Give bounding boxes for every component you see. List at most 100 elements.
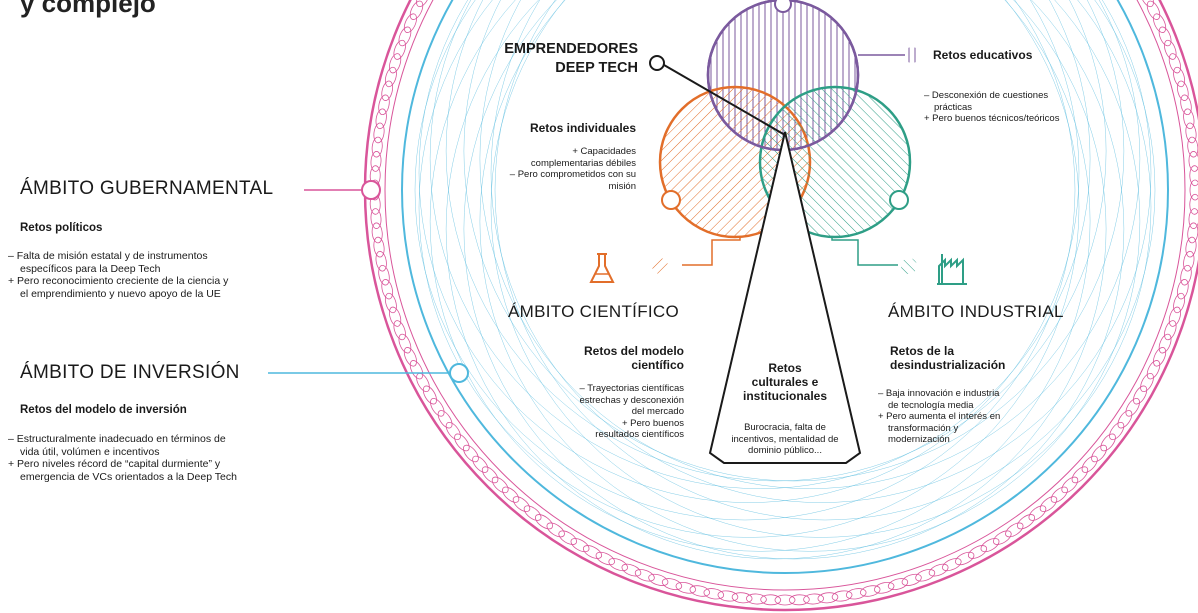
educational-item: prácticas	[934, 101, 973, 113]
industrial-item: de tecnología media	[888, 399, 974, 411]
ring-loop	[437, 410, 453, 429]
ring-loop	[1050, 486, 1068, 503]
ring-loop	[1125, 398, 1140, 417]
investment-items: – Estructuralmente inadecuado en término…	[8, 433, 237, 483]
ring-loop	[942, 558, 962, 572]
ring-loop	[1091, 444, 1107, 463]
factory-icon	[937, 254, 967, 285]
weave-circle	[494, 0, 1156, 521]
ring-loop	[1180, 94, 1192, 116]
ring-loop	[1183, 250, 1195, 272]
ring-loop	[1176, 279, 1189, 300]
ring-loop	[955, 551, 975, 566]
ring-loop	[1188, 151, 1198, 172]
ring-loop	[445, 421, 461, 441]
ring-loop	[371, 136, 383, 158]
ring-loop	[1189, 193, 1198, 215]
ring-loop	[967, 545, 988, 559]
ring-loop	[1189, 165, 1198, 187]
weave-circle	[463, 0, 1125, 482]
ring-loop	[570, 538, 590, 553]
government-item: el emprendimiento y nuevo apoyo de la UE	[20, 287, 221, 300]
cultural-heading: Retos culturales e institucionales	[715, 361, 855, 403]
government-title: ÁMBITO GUBERNAMENTAL	[20, 178, 274, 199]
individual-item: + Capacidades	[572, 146, 636, 157]
individual-items: + Capacidades complementarias débiles – …	[470, 146, 636, 192]
ring-loop	[393, 320, 406, 341]
weave-circle	[418, 0, 1080, 538]
ring-loop	[621, 563, 642, 577]
weave-circle	[445, 0, 1107, 560]
ring-loop	[1187, 136, 1198, 158]
ring-loop	[389, 53, 402, 74]
investment-title: ÁMBITO DE INVERSIÓN	[20, 362, 240, 383]
ring-loop	[403, 13, 417, 33]
ring-loop	[1164, 320, 1177, 341]
weave-circle	[463, 0, 1125, 560]
ring-loop	[1109, 421, 1125, 441]
government-item: – Falta de misión estatal y de instrumen…	[8, 250, 208, 262]
ring-loop	[409, 360, 424, 380]
educational-items: – Desconexión de cuestiones prácticas + …	[924, 90, 1059, 125]
ring-loop	[481, 466, 499, 484]
ring-loop	[595, 551, 615, 566]
ring-loop	[608, 558, 628, 572]
weave-circle	[445, 0, 1107, 482]
ring-loop	[384, 292, 397, 314]
ring-loop	[416, 0, 430, 8]
investment-item: vida útil, volúmen e incentivos	[20, 445, 160, 458]
individual-heading: Retos individuales	[529, 121, 636, 135]
ring-loop	[1173, 292, 1186, 314]
cultural-heading-line: culturales e	[751, 375, 819, 389]
ring-loop	[859, 585, 881, 597]
ring-loop	[1140, 0, 1154, 8]
striped-ball-purple-icon	[904, 47, 920, 63]
investment-item: + Pero niveles récord de “capital durmie…	[8, 458, 221, 470]
ring-loop	[1071, 466, 1089, 484]
weave-circle	[414, 0, 1076, 521]
ring-loop	[980, 538, 1000, 553]
ring-loop	[874, 581, 895, 594]
ring-loop	[1185, 236, 1197, 258]
educational-heading: Retos educativos	[933, 48, 1033, 62]
ring-loop	[582, 545, 603, 559]
ring-loop	[422, 385, 437, 405]
scientific-items: – Trayectorias científicas estrechas y d…	[520, 383, 684, 441]
weave-circle	[479, 0, 1141, 489]
ring-loop	[1173, 66, 1186, 88]
striped-ball-green-icon	[901, 258, 917, 274]
ring-loop	[1183, 108, 1195, 130]
ring-loop	[1188, 208, 1198, 229]
scientific-item: + Pero buenos	[621, 417, 684, 429]
page-title-fragment: y complejo	[20, 0, 156, 18]
ring-loop	[1005, 522, 1024, 538]
industrial-item: – Baja innovación e industria	[878, 388, 1000, 399]
ring-loop	[373, 236, 385, 258]
ring-loop	[375, 250, 387, 272]
connectors	[268, 0, 909, 383]
ring-loop	[375, 108, 387, 130]
ring-loop	[512, 496, 531, 512]
ring-loop	[746, 593, 767, 605]
ring-loop	[1133, 385, 1148, 405]
ring-loop	[1176, 80, 1189, 101]
ring-loop	[1180, 264, 1192, 286]
ring-loop	[788, 594, 810, 606]
ring-loop	[1168, 53, 1181, 74]
ring-loop	[393, 39, 406, 60]
weave-circle	[490, 0, 1152, 503]
cultural-item: Burocracia, falta de	[744, 422, 826, 433]
weave-circle	[429, 0, 1091, 489]
individual-item: misión	[608, 180, 636, 192]
ring-loop	[1153, 347, 1167, 367]
ring-loop	[928, 563, 949, 577]
cultural-item: incentivos, mentalidad de	[731, 433, 839, 445]
industrial-title: ÁMBITO INDUSTRIAL	[888, 302, 1064, 321]
ring-loop	[381, 80, 394, 101]
industrial-item: + Pero aumenta el interés en	[878, 411, 1001, 422]
ring-loop	[1158, 26, 1172, 47]
ring-loop	[1061, 476, 1079, 494]
industrial-heading: Retos de la desindustrialización	[890, 344, 1005, 372]
ring-loop	[373, 122, 385, 144]
